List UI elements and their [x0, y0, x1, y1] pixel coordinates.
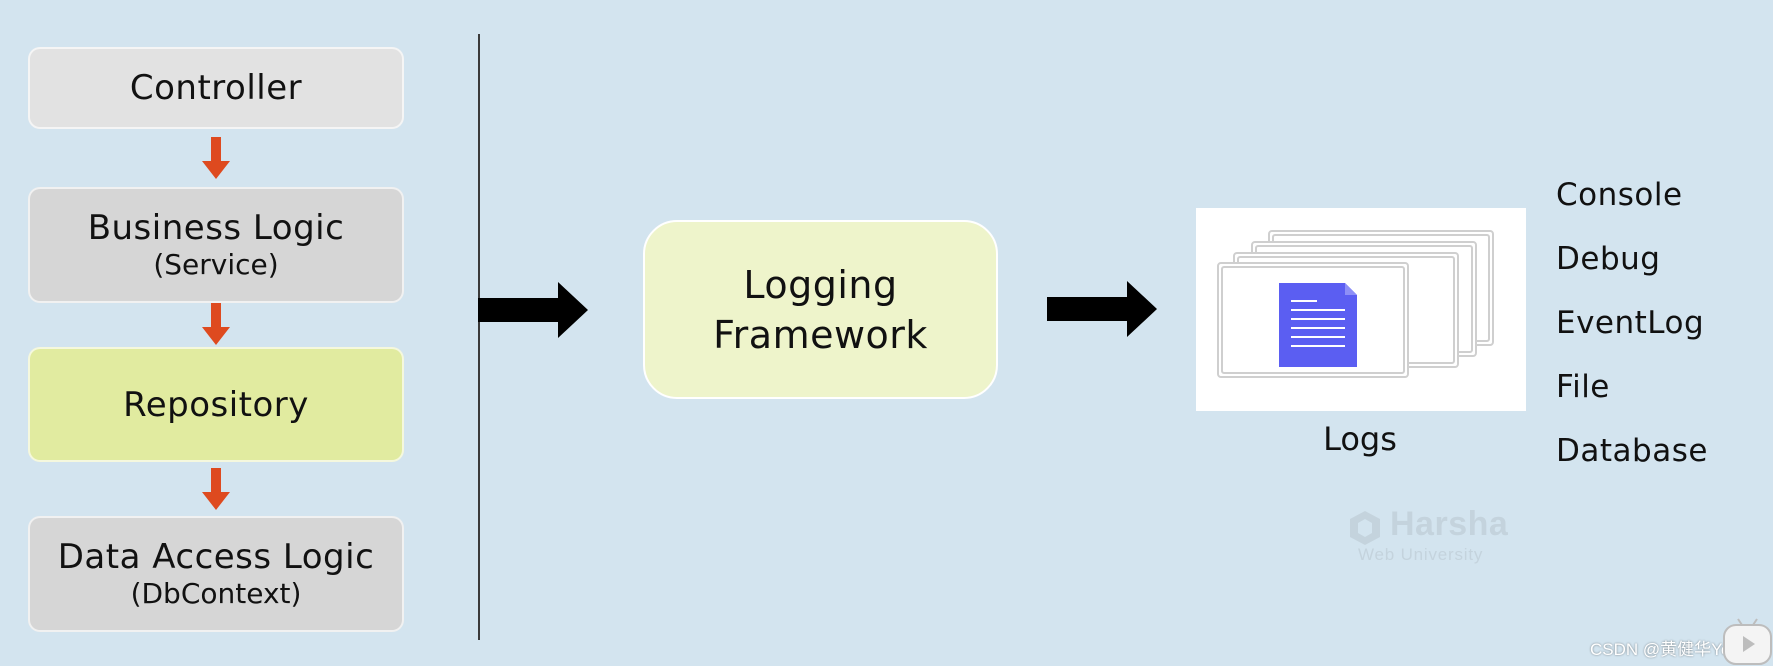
watermark-subtitle: Web University	[1358, 545, 1484, 564]
business-logic-sublabel: (Service)	[153, 248, 279, 281]
logging-framework-label-line2: Framework	[713, 312, 928, 357]
controller-label: Controller	[129, 68, 303, 108]
data-access-logic-label: Data Access Logic	[57, 537, 375, 577]
logs-panel	[1196, 208, 1526, 411]
business-logic-box: Business Logic (Service)	[28, 187, 404, 303]
target-database: Database	[1556, 433, 1708, 469]
data-access-logic-sublabel: (DbContext)	[130, 577, 302, 610]
harsha-logo-icon	[1350, 511, 1380, 545]
controller-box: Controller	[28, 47, 404, 129]
business-logic-label: Business Logic	[87, 208, 345, 248]
watermark-title: Harsha	[1390, 505, 1509, 543]
down-arrow-icon	[202, 468, 230, 510]
repository-box: Repository	[28, 347, 404, 462]
log-targets-list: Console Debug EventLog File Database	[1556, 172, 1708, 492]
watermark: Harsha Web University	[1342, 503, 1516, 565]
target-eventlog: EventLog	[1556, 305, 1705, 341]
logging-framework-box: Logging Framework	[643, 220, 998, 399]
down-arrow-icon	[202, 137, 230, 179]
target-file: File	[1556, 369, 1610, 405]
target-debug: Debug	[1556, 241, 1661, 277]
document-icon	[1279, 283, 1357, 367]
right-arrow-icon	[1047, 281, 1157, 337]
repository-label: Repository	[123, 384, 309, 425]
right-arrow-icon	[478, 282, 588, 338]
play-badge-icon[interactable]	[1722, 617, 1773, 666]
logs-label: Logs	[1323, 420, 1397, 458]
stacked-pages-icon	[1217, 230, 1494, 378]
down-arrow-icon	[202, 303, 230, 345]
logging-framework-label-line1: Logging	[743, 262, 898, 307]
target-console: Console	[1556, 177, 1683, 213]
csdn-credit: CSDN @黄健华Yeah	[1590, 640, 1750, 659]
vertical-divider	[478, 34, 480, 640]
data-access-logic-box: Data Access Logic (DbContext)	[28, 516, 404, 632]
